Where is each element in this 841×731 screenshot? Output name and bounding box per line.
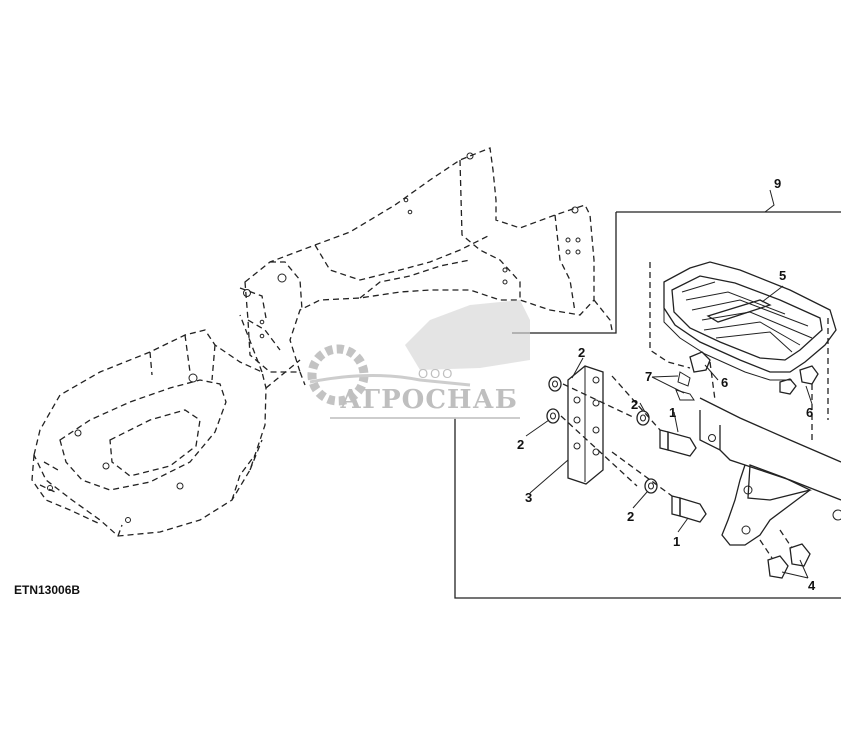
callout-1-lower: 1 xyxy=(673,534,680,549)
callout-2-top: 2 xyxy=(578,345,585,360)
washers-and-bolts xyxy=(546,351,819,579)
callout-6-right: 6 xyxy=(806,405,813,420)
watermark-prefix: ООО xyxy=(418,366,454,381)
callout-2-left: 2 xyxy=(517,437,524,452)
callout-7: 7 xyxy=(645,369,652,384)
callout-labels: 9 5 2 2 2 2 7 1 1 3 6 6 4 xyxy=(517,176,816,593)
callout-2-middle: 2 xyxy=(631,397,638,412)
callout-2-lower: 2 xyxy=(627,509,634,524)
callout-4: 4 xyxy=(808,578,816,593)
mounting-bracket-part xyxy=(699,397,841,546)
watermark-logo: ООО АГРОСНАБ xyxy=(307,300,530,419)
watermark-company: АГРОСНАБ xyxy=(340,385,518,415)
callout-9: 9 xyxy=(774,176,781,191)
leader-lines xyxy=(525,285,813,579)
frame-front-dashed xyxy=(239,147,613,386)
callout-1-upper: 1 xyxy=(669,405,676,420)
figure-code: ETN13006B xyxy=(14,583,80,597)
step-tread-part xyxy=(649,261,837,420)
bracket-plate-part xyxy=(567,365,604,485)
callout-6-left: 6 xyxy=(721,375,728,390)
frame-rear-dashed xyxy=(31,314,301,537)
detail-box xyxy=(454,189,841,599)
callout-5: 5 xyxy=(779,268,786,283)
callout-3: 3 xyxy=(525,490,532,505)
